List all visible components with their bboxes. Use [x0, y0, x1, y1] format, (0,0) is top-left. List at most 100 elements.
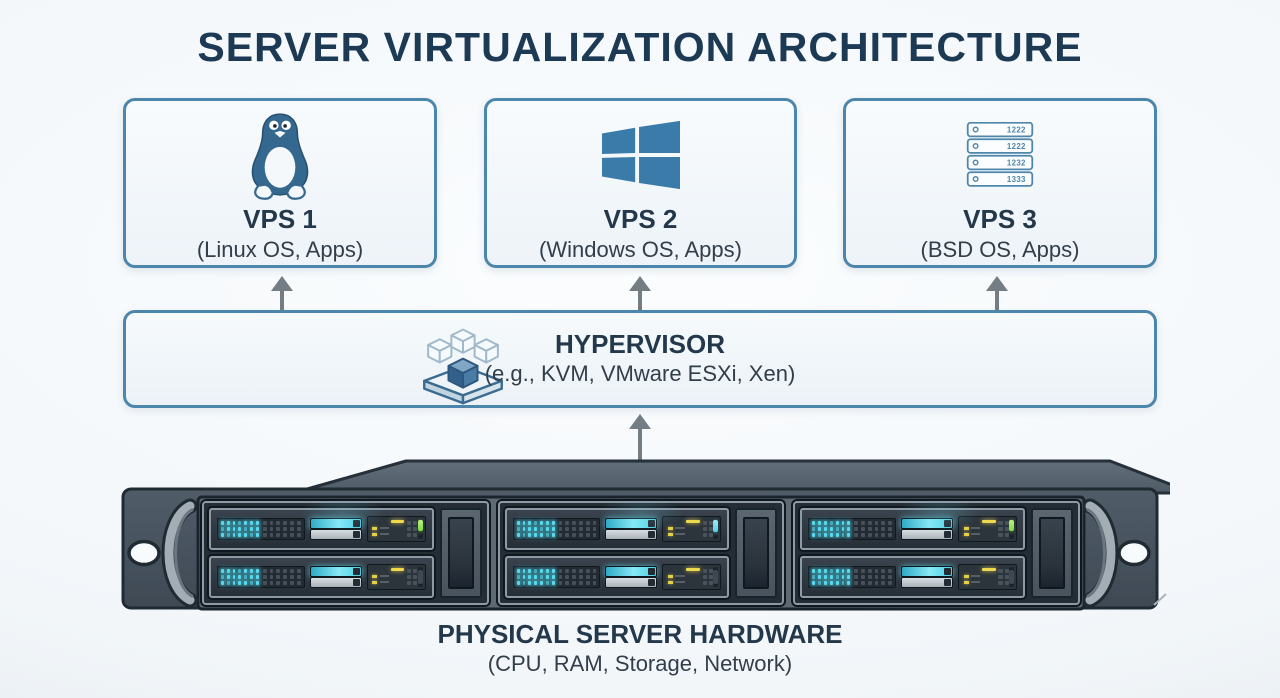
- led-off: [592, 568, 597, 573]
- hypervisor-text: HYPERVISOR (e.g., KVM, VMware ESXi, Xen): [126, 313, 1154, 405]
- cyan-status-bar: [900, 517, 954, 529]
- led-off: [578, 574, 583, 580]
- vps-name: VPS 1: [243, 204, 317, 234]
- led-off: [565, 533, 570, 538]
- led-off: [262, 520, 267, 525]
- led-off: [881, 520, 886, 525]
- led-cyan: [255, 581, 259, 586]
- led-cyan: [841, 574, 845, 580]
- led-cyan: [250, 581, 253, 586]
- led-cyan: [551, 581, 555, 586]
- led-off: [558, 581, 563, 586]
- svg-text:1333: 1333: [1007, 175, 1026, 184]
- dim-led-dots: [702, 520, 713, 538]
- led-off: [276, 533, 281, 538]
- led-cyan: [835, 526, 839, 532]
- led-cyan: [829, 520, 833, 525]
- led-cyan: [255, 520, 259, 525]
- cyan-status-bar: [605, 565, 658, 577]
- hardware-label: PHYSICAL SERVER HARDWARE (CPU, RAM, Stor…: [0, 618, 1280, 678]
- led-cyan: [534, 526, 537, 532]
- led-off: [565, 574, 570, 580]
- led-cyan: [534, 533, 537, 538]
- bay-column-1: [202, 501, 489, 605]
- led-cyan: [244, 533, 248, 538]
- led-off: [572, 520, 576, 525]
- status-bars: [309, 565, 362, 589]
- yellow-led: [963, 532, 969, 536]
- led-cyan: [238, 533, 242, 538]
- rack-ear-hole-left: [127, 539, 161, 567]
- bay-stack: [209, 508, 434, 598]
- led-off: [860, 526, 865, 532]
- led-off: [290, 574, 294, 580]
- led-cyan: [522, 581, 526, 586]
- led-cyan: [824, 526, 827, 532]
- led-off: [558, 520, 563, 525]
- led-off: [867, 568, 872, 573]
- led-cyan: [226, 574, 230, 580]
- indicator-panel: [958, 516, 1018, 542]
- led-off: [585, 520, 590, 525]
- led-cyan: [812, 526, 816, 532]
- led-cyan: [829, 581, 833, 586]
- led-off: [558, 568, 563, 573]
- led-cyan: [534, 574, 537, 580]
- led-cyan: [818, 581, 821, 586]
- led-off: [881, 526, 886, 532]
- arrow-head-icon: [629, 414, 651, 429]
- led-cyan: [847, 520, 851, 525]
- vps-subtitle: (Windows OS, Apps): [539, 237, 742, 262]
- led-cyan: [232, 533, 236, 538]
- led-cyan: [847, 574, 851, 580]
- led-off: [572, 526, 576, 532]
- led-off: [881, 574, 886, 580]
- led-cyan: [545, 581, 549, 586]
- led-cyan: [528, 526, 532, 532]
- led-off: [888, 526, 892, 532]
- led-cyan: [244, 526, 248, 532]
- led-cyan: [551, 533, 555, 538]
- hypervisor-box: HYPERVISOR (e.g., KVM, VMware ESXi, Xen): [123, 310, 1157, 408]
- led-off: [585, 574, 590, 580]
- led-off: [578, 581, 583, 586]
- led-off: [578, 520, 583, 525]
- led-cyan: [516, 526, 520, 532]
- led-cyan: [824, 520, 827, 525]
- led-cyan: [835, 520, 839, 525]
- led-off: [888, 520, 892, 525]
- yellow-led: [963, 580, 969, 584]
- led-off: [874, 568, 879, 573]
- led-cyan: [534, 520, 537, 525]
- led-off: [558, 526, 563, 532]
- led-cyan: [545, 520, 549, 525]
- hardware-subtitle: (CPU, RAM, Storage, Network): [487, 651, 793, 676]
- led-cyan: [818, 520, 821, 525]
- led-off: [290, 520, 294, 525]
- led-cyan: [516, 568, 520, 573]
- led-off: [262, 581, 267, 586]
- indicator-panel: [662, 564, 722, 590]
- dim-led-dots: [407, 568, 418, 586]
- led-cyan: [812, 520, 816, 525]
- cyan-status-bar: [309, 517, 362, 529]
- led-off: [881, 568, 886, 573]
- vertical-indicator-green: [1009, 519, 1015, 539]
- led-off: [585, 568, 590, 573]
- server-bay-module: [504, 556, 730, 598]
- led-off: [276, 526, 281, 532]
- dim-led-dots: [702, 568, 713, 586]
- led-off: [867, 574, 872, 580]
- led-off: [854, 526, 858, 532]
- led-cyan: [221, 533, 224, 538]
- arrow-shaft: [638, 429, 642, 461]
- led-cyan: [255, 533, 259, 538]
- led-grid: [512, 517, 601, 541]
- led-grid: [808, 517, 896, 541]
- led-cyan: [232, 526, 236, 532]
- led-off: [565, 568, 570, 573]
- led-cyan: [841, 533, 845, 538]
- server-bay-module: [209, 556, 434, 598]
